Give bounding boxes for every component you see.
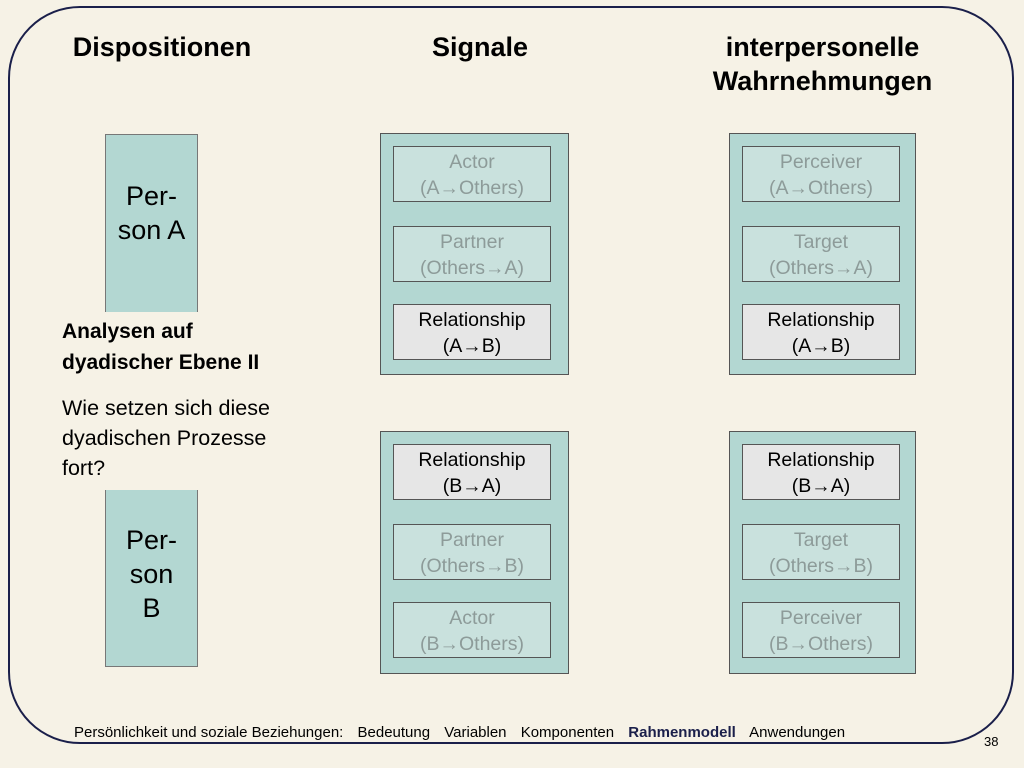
overlay-title: Analysen auf dyadischer Ebene II (62, 320, 260, 374)
box-perceiver-b: Perceiver (B→Others) (742, 602, 900, 658)
footer-link-komponenten[interactable]: Komponenten (520, 724, 615, 741)
footer-nav: Persönlichkeit und soziale Beziehungen: … (74, 724, 855, 741)
box-partner-b: Partner (Others→B) (393, 524, 551, 580)
box-relationship-ab-signal: Relationship (A→B) (393, 304, 551, 360)
footer-link-bedeutung[interactable]: Bedeutung (357, 724, 431, 741)
footer-link-rahmenmodell[interactable]: Rahmenmodell (628, 724, 736, 741)
header-signale: Signale (431, 32, 529, 62)
overlay-background (58, 312, 316, 490)
wahrnehmung-bottom-panel: Relationship (B→A) Target (Others→B) Per… (729, 431, 916, 674)
box-perceiver-a: Perceiver (A→Others) (742, 146, 900, 202)
person-a-box: Per- son A (105, 134, 198, 334)
footer-link-anwendungen[interactable]: Anwendungen (749, 724, 846, 741)
header-dispositionen: Dispositionen (72, 32, 252, 62)
box-relationship-ba-signal: Relationship (B→A) (393, 444, 551, 500)
signale-bottom-panel: Relationship (B→A) Partner (Others→B) Ac… (380, 431, 569, 674)
page-number: 38 (984, 734, 999, 749)
box-actor-b: Actor (B→Others) (393, 602, 551, 658)
box-partner-a: Partner (Others→A) (393, 226, 551, 282)
box-target-b: Target (Others→B) (742, 524, 900, 580)
box-relationship-ba-perception: Relationship (B→A) (742, 444, 900, 500)
wahrnehmung-top-panel: Perceiver (A→Others) Target (Others→A) R… (729, 133, 916, 375)
header-wahrnehmungen: interpersonelle Wahrnehmungen (712, 32, 933, 96)
overlay-body: Wie setzen sich diese dyadischen Prozess… (62, 396, 270, 480)
footer-prefix: Persönlichkeit und soziale Beziehungen: (74, 724, 344, 741)
box-relationship-ab-perception: Relationship (A→B) (742, 304, 900, 360)
box-target-a: Target (Others→A) (742, 226, 900, 282)
person-b-box: Per- son B (105, 470, 198, 667)
signale-top-panel: Actor (A→Others) Partner (Others→A) Rela… (380, 133, 569, 375)
box-actor-a: Actor (A→Others) (393, 146, 551, 202)
slide-frame (8, 6, 1014, 744)
footer-link-variablen[interactable]: Variablen (444, 724, 507, 741)
